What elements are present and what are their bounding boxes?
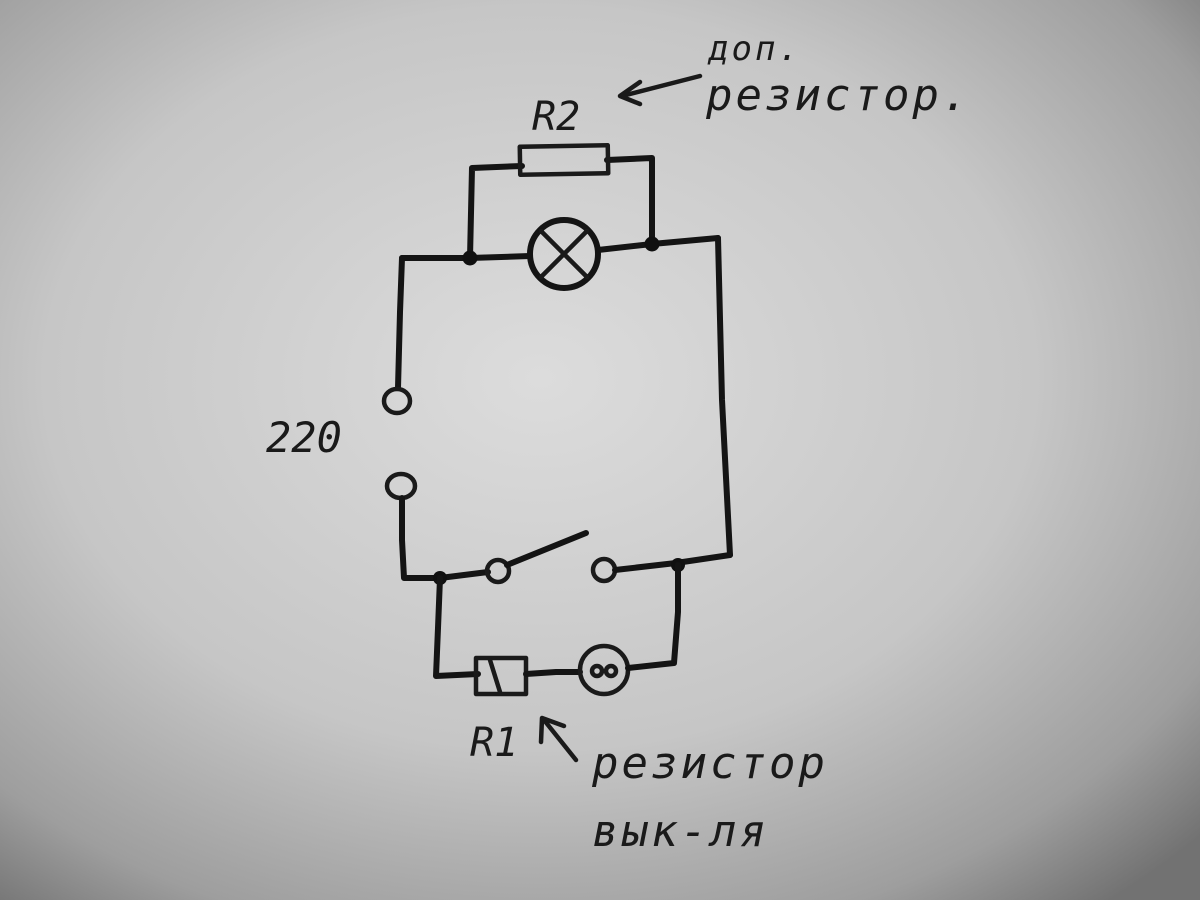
wire-r1-left <box>433 575 481 679</box>
label-voltage: 220 <box>266 413 342 462</box>
wire-left-upper <box>395 255 405 391</box>
label-r1: R1 <box>470 720 518 766</box>
label-r2-note-line1: доп. <box>707 29 802 69</box>
wire-r1-right <box>523 669 583 677</box>
junction-dot <box>644 236 660 252</box>
lamp-icon <box>527 217 601 291</box>
label-r1-note-line1: резистор <box>591 738 828 789</box>
wire-r2-left <box>467 163 525 261</box>
wire-right-vertical <box>715 235 733 558</box>
arrow-icon <box>538 715 579 763</box>
terminal-upper-icon <box>381 386 413 416</box>
label-r2: R2 <box>532 94 580 140</box>
arrow-icon <box>617 73 703 107</box>
label-r2-note-line2: резистор. <box>705 70 971 121</box>
switch-icon <box>484 530 618 585</box>
junction-dot <box>462 250 478 266</box>
resistor-r2-icon <box>517 142 611 178</box>
wire-r2-right <box>604 155 655 247</box>
wire-left-lower <box>399 495 491 581</box>
label-r1-note-line2: вык-ля <box>592 806 769 857</box>
wire-indicator-right <box>625 562 681 671</box>
